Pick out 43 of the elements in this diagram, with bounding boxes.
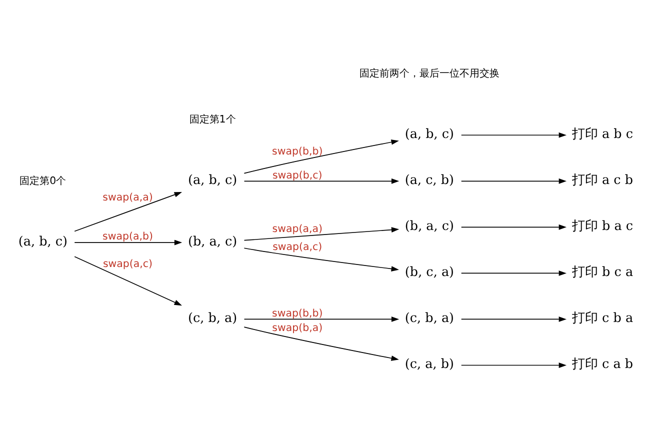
edge-label: swap(a,a) bbox=[272, 224, 322, 235]
node-text: (b, c, a) bbox=[404, 265, 454, 280]
node-text: 打印 c a b bbox=[572, 357, 634, 372]
arrow bbox=[244, 227, 400, 241]
node-text: (a, b, c) bbox=[188, 173, 238, 188]
node-text: (c, a, b) bbox=[404, 357, 454, 372]
arrow bbox=[460, 178, 566, 184]
edge-label: swap(b,c) bbox=[272, 170, 322, 182]
node-text: (c, b, a) bbox=[404, 311, 454, 326]
label: 固定第1个 bbox=[189, 114, 236, 126]
node-text: (a, c, b) bbox=[404, 173, 454, 188]
edge-label: swap(b,b) bbox=[272, 146, 323, 158]
node-text: 打印 b c a bbox=[572, 265, 634, 280]
arrow bbox=[244, 248, 399, 272]
edge-label: swap(a,c) bbox=[102, 258, 153, 270]
arrow bbox=[244, 316, 400, 322]
edge-label: swap(a,c) bbox=[272, 242, 322, 253]
edge-label: swap(a,b) bbox=[102, 232, 153, 243]
node-text: (b, a, c) bbox=[188, 234, 238, 250]
edge-label: swap(b,b) bbox=[272, 308, 323, 320]
arrow bbox=[74, 192, 182, 232]
node-text: (b, a, c) bbox=[404, 219, 454, 234]
node-text: 打印 a b c bbox=[572, 127, 634, 142]
label: 固定第0个 bbox=[20, 176, 66, 187]
edge-label: swap(b,a) bbox=[272, 322, 323, 334]
arrow bbox=[74, 256, 182, 306]
arrow bbox=[460, 316, 566, 322]
node-text: 打印 b a c bbox=[572, 219, 634, 234]
node-text: 打印 c b a bbox=[572, 311, 634, 326]
arrow bbox=[244, 326, 399, 361]
arrow bbox=[460, 362, 566, 368]
arrow bbox=[460, 224, 566, 230]
node-text: 打印 a c b bbox=[572, 173, 634, 188]
node-text: (a, b, c) bbox=[404, 127, 454, 142]
node-text: (a, b, c) bbox=[18, 234, 68, 250]
arrow bbox=[74, 240, 182, 246]
arrow bbox=[460, 132, 566, 138]
node-text: (c, b, a) bbox=[188, 311, 238, 326]
arrow bbox=[244, 178, 400, 184]
edge-label: swap(a,a) bbox=[102, 192, 153, 204]
arrow bbox=[460, 270, 566, 276]
label: 固定前两个，最后一位不用交换 bbox=[359, 68, 500, 80]
arrow bbox=[244, 140, 399, 174]
